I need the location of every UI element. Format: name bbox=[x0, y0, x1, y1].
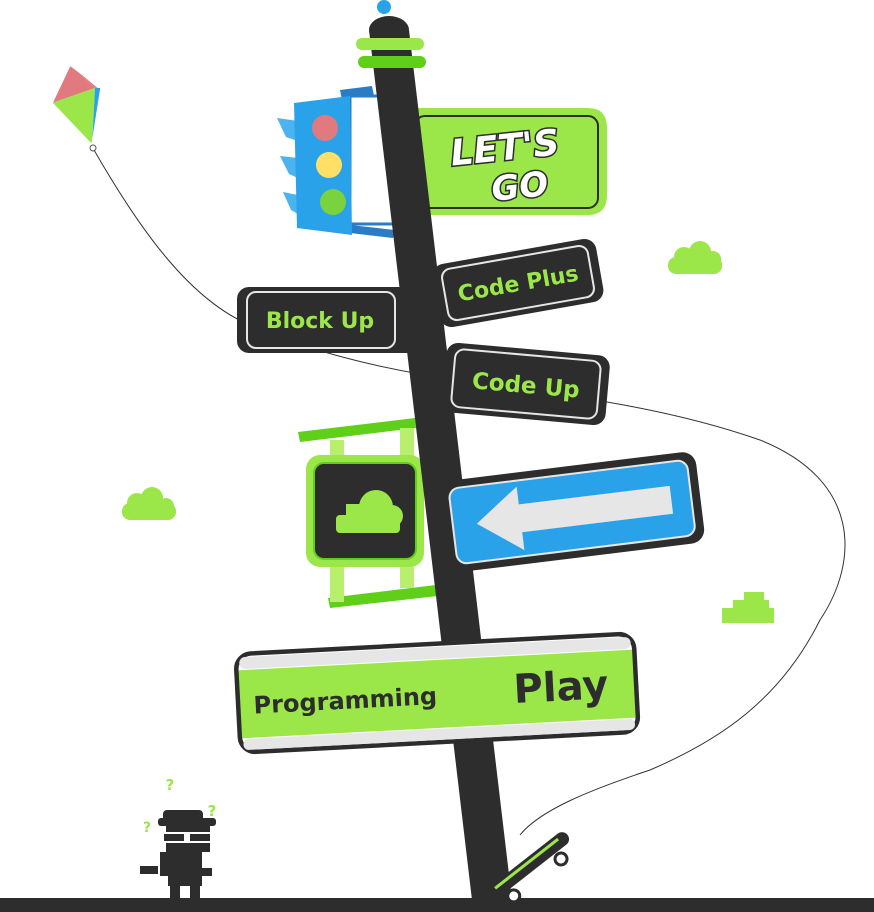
cloud-decoration-top-right bbox=[668, 241, 722, 274]
sign-programming-play[interactable]: Programming Play bbox=[234, 631, 641, 755]
robot-glasses bbox=[161, 832, 213, 843]
sign-block-up[interactable]: Block Up bbox=[237, 287, 427, 353]
mascot-question-mark-1: ? bbox=[166, 776, 175, 794]
sign-play-label: Play bbox=[512, 662, 609, 713]
traffic-light-red bbox=[312, 115, 338, 141]
lets-go-line2: GO bbox=[490, 164, 551, 210]
traffic-light-yellow bbox=[316, 152, 342, 178]
arrow-left-icon bbox=[476, 485, 674, 551]
block-cloud-decoration bbox=[722, 592, 774, 623]
sign-code-up[interactable]: Code Up bbox=[441, 342, 610, 426]
skateboard-icon bbox=[487, 832, 570, 904]
cloud-square-sign bbox=[298, 418, 438, 608]
cloud-decoration-left bbox=[122, 487, 176, 520]
sign-code-plus[interactable]: Code Plus bbox=[431, 237, 606, 329]
robot-mascot-icon: ? ? ? bbox=[140, 776, 216, 898]
mascot-question-mark-2: ? bbox=[208, 802, 217, 820]
cloud-icon bbox=[336, 490, 403, 533]
traffic-light-icon bbox=[277, 86, 396, 238]
sign-block-up-label: Block Up bbox=[266, 309, 374, 334]
pole-cap bbox=[377, 0, 391, 14]
back-arrow-sign[interactable] bbox=[438, 451, 705, 574]
kite-icon bbox=[51, 63, 102, 152]
traffic-light-green bbox=[320, 189, 346, 215]
mascot-question-mark-3: ? bbox=[143, 820, 151, 836]
lets-go-line1: LET'S bbox=[448, 122, 561, 174]
ground-line bbox=[0, 898, 874, 912]
